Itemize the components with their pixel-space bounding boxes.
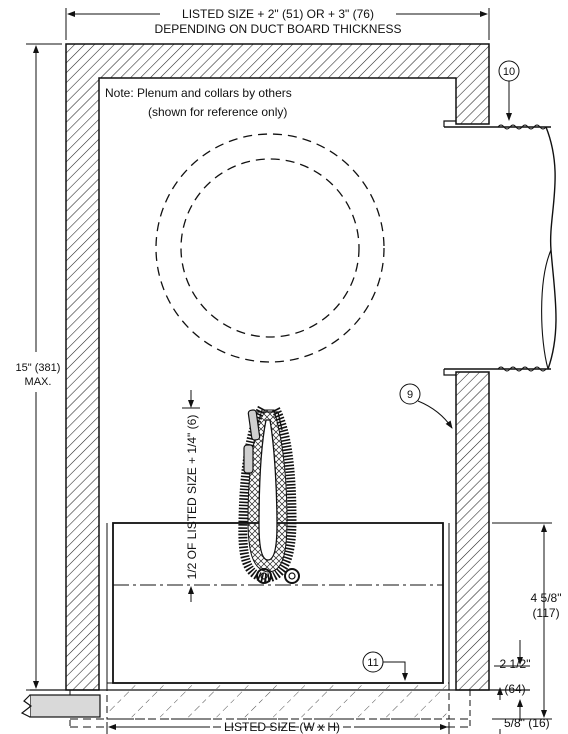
center-vertical-dimension-label: 1/2 OF LISTED SIZE + 1/4" (6) <box>185 415 199 580</box>
bottom-flange <box>30 682 530 728</box>
right-dimensions <box>492 522 552 734</box>
top-dimension-label: LISTED SIZE + 2" (51) OR + 3" (76) <box>182 7 374 21</box>
side-duct-collar <box>443 120 557 376</box>
plenum-walls <box>65 43 490 691</box>
callout-9-label: 9 <box>407 389 413 401</box>
note-line-1: Note: Plenum and collars by others <box>105 86 292 100</box>
center-vertical-dimension <box>182 390 200 602</box>
left-dimension <box>26 43 62 691</box>
top-dimension-sublabel: DEPENDING ON DUCT BOARD THICKNESS <box>155 22 402 36</box>
note-line-2: (shown for reference only) <box>148 105 287 119</box>
callout-10 <box>498 60 520 121</box>
callout-10-label: 10 <box>503 66 515 78</box>
left-duct-stub <box>20 694 101 718</box>
callout-11 <box>362 651 408 681</box>
right-dimension-large-label: 4 5/8" <box>531 591 562 605</box>
right-dimension-small-sublabel: (64) <box>504 682 525 696</box>
bottom-dimension-label: LISTED SIZE (W x H) <box>224 720 340 734</box>
right-dimension-large-sublabel: (117) <box>532 606 559 620</box>
bottom-dimension <box>106 722 450 734</box>
plenum-left-and-top-wall <box>65 43 490 691</box>
plenum-right-lower-wall <box>455 371 490 691</box>
left-dimension-sublabel: MAX. <box>25 376 52 388</box>
callout-9 <box>399 383 453 429</box>
round-duct-outline <box>155 133 385 363</box>
bottom-right-dimension-label: 5/8" (16) <box>504 716 550 730</box>
callout-11-label: 11 <box>367 657 378 669</box>
right-dimension-small-label: 2 1/2" <box>500 657 531 671</box>
heating-element <box>238 405 300 584</box>
top-dimension <box>65 8 490 40</box>
left-dimension-label: 15" (381) <box>16 362 61 374</box>
